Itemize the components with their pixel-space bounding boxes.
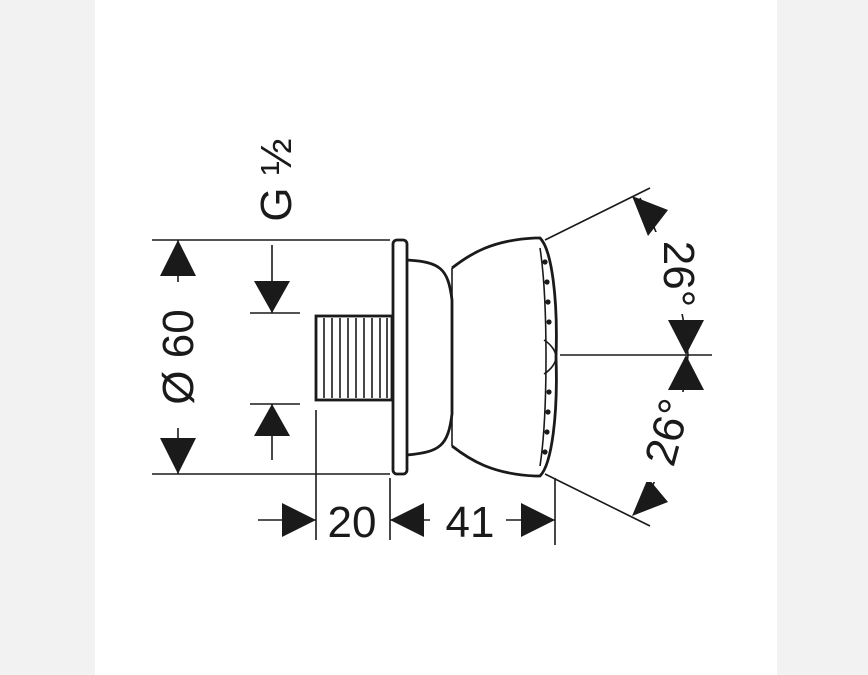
angle-arrow-bottom xyxy=(632,478,668,516)
diameter-label-gap xyxy=(150,282,206,428)
dim-41-arrow-left xyxy=(390,503,424,537)
thread-label: G ½ xyxy=(252,138,301,221)
angle-upper-label: 26° xyxy=(654,241,703,308)
dim-20-arrow xyxy=(282,503,316,537)
diameter-dimension: Ø 60 xyxy=(150,239,390,475)
shower-head xyxy=(451,236,558,478)
thread-arrow-top xyxy=(254,281,290,313)
nozzle-face xyxy=(539,247,547,467)
thread-arrow-bottom xyxy=(254,404,290,436)
thread-dimension: G ½ xyxy=(250,138,301,460)
center-nozzle xyxy=(543,339,557,375)
dim-20-label: 20 xyxy=(328,498,377,547)
dim-41-arrow-right xyxy=(521,503,555,537)
diameter-arrow-top xyxy=(160,240,196,276)
diameter-arrow-bottom xyxy=(160,438,196,474)
angle-arrow-top xyxy=(632,196,668,236)
wall-flange xyxy=(391,238,409,476)
angle-arrow-mid-bottom xyxy=(668,355,704,390)
angle-arrow-mid-top xyxy=(668,320,704,355)
angle-upper-gap xyxy=(652,232,704,314)
neck xyxy=(406,258,454,457)
diameter-label: Ø 60 xyxy=(154,309,203,404)
dim-41-label: 41 xyxy=(446,498,495,547)
length-dimensions: 20 41 xyxy=(258,410,556,547)
thread-lines xyxy=(323,318,388,398)
spray-line-top xyxy=(544,187,651,241)
drawing-panel xyxy=(95,0,777,675)
spray-line-bottom xyxy=(544,473,651,527)
angle-lower-gap xyxy=(640,392,692,482)
part-outline xyxy=(314,236,558,478)
nozzle-dots xyxy=(542,259,552,455)
angle-dimensions: 26° 26° xyxy=(544,187,712,527)
